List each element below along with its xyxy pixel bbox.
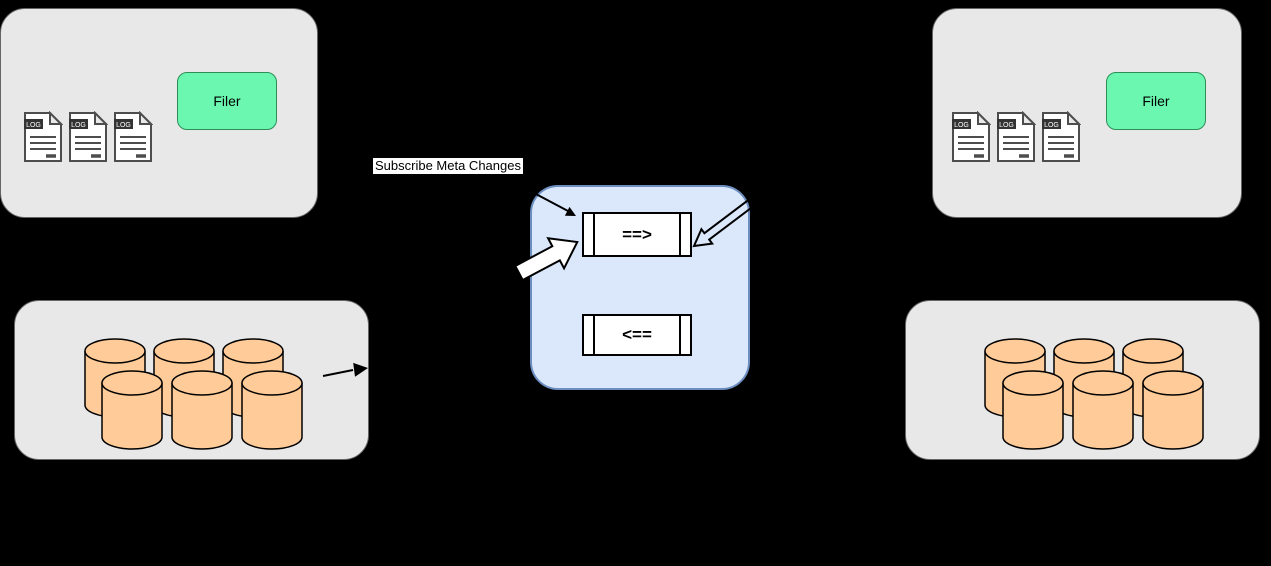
log-badge: LOG bbox=[1044, 122, 1059, 129]
volume-cylinder bbox=[101, 370, 163, 450]
log-badge: LOG bbox=[999, 122, 1014, 129]
queue-backward: <== bbox=[582, 314, 692, 356]
log-badge: LOG bbox=[71, 122, 86, 129]
subscribe-meta-changes-label: Subscribe Meta Changes bbox=[373, 158, 523, 174]
volume-cylinder bbox=[241, 370, 303, 450]
log-file-icon: LOG bbox=[997, 111, 1036, 162]
filer-label: Filer bbox=[213, 93, 241, 109]
filer-cluster-left: LOG LOG LOG Filer bbox=[0, 8, 318, 218]
queue-band-left bbox=[593, 316, 595, 354]
log-file-icon: LOG bbox=[24, 111, 63, 162]
queue-band-right bbox=[679, 316, 681, 354]
log-file-icon: LOG bbox=[114, 111, 153, 162]
replication-queue-panel: ==> <== bbox=[530, 185, 750, 390]
filer-label: Filer bbox=[1142, 93, 1170, 109]
queue-band-left bbox=[593, 214, 595, 255]
volume-cylinder bbox=[1072, 370, 1134, 450]
filer-cluster-right: LOG LOG LOG Filer bbox=[932, 8, 1242, 218]
volume-cylinder bbox=[1002, 370, 1064, 450]
volume-store-right bbox=[905, 300, 1260, 460]
filer-node-right: Filer bbox=[1106, 72, 1206, 130]
log-badge: LOG bbox=[26, 122, 41, 129]
queue-band-right bbox=[679, 214, 681, 255]
queue-forward-label: ==> bbox=[622, 224, 652, 244]
log-file-icon: LOG bbox=[1042, 111, 1081, 162]
volume-store-left bbox=[14, 300, 369, 460]
log-file-icon: LOG bbox=[69, 111, 108, 162]
log-badge: LOG bbox=[954, 122, 969, 129]
filer-node-left: Filer bbox=[177, 72, 277, 130]
volume-cylinder bbox=[171, 370, 233, 450]
volume-cylinder bbox=[1142, 370, 1204, 450]
queue-backward-label: <== bbox=[622, 325, 652, 344]
queue-forward: ==> bbox=[582, 212, 692, 257]
log-file-icon: LOG bbox=[952, 111, 991, 162]
log-badge: LOG bbox=[116, 122, 131, 129]
